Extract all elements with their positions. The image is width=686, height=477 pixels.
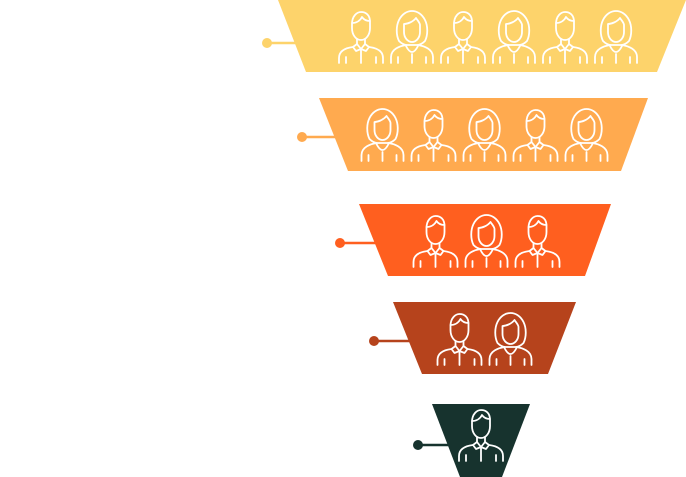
man-icon (338, 11, 384, 64)
funnel-segment (278, 0, 686, 72)
woman-icon (464, 214, 509, 268)
funnel-stage-4 (369, 302, 576, 374)
funnel-stage-2 (297, 98, 648, 171)
woman-icon (492, 10, 536, 64)
funnel-segment (393, 302, 576, 374)
woman-icon (390, 10, 434, 64)
connector-dot (369, 336, 379, 346)
man-icon (512, 109, 559, 162)
woman-icon (594, 10, 638, 64)
man-icon (542, 11, 588, 64)
connector-dot (297, 132, 307, 142)
funnel-stage-5 (413, 404, 530, 477)
funnel-segment (359, 204, 611, 276)
woman-icon (360, 108, 405, 162)
funnel-segment (432, 404, 530, 477)
man-icon (514, 215, 561, 268)
woman-icon (462, 108, 507, 162)
man-icon (458, 409, 504, 462)
woman-icon (488, 312, 533, 366)
man-icon (436, 313, 483, 366)
man-icon (440, 11, 486, 64)
man-icon (410, 109, 457, 162)
funnel-stage-3 (335, 204, 611, 276)
connector-dot (262, 38, 272, 48)
connector-dot (335, 238, 345, 248)
connector-dot (413, 440, 423, 450)
woman-icon (564, 108, 609, 162)
funnel-stage-1 (262, 0, 686, 72)
man-icon (412, 215, 459, 268)
